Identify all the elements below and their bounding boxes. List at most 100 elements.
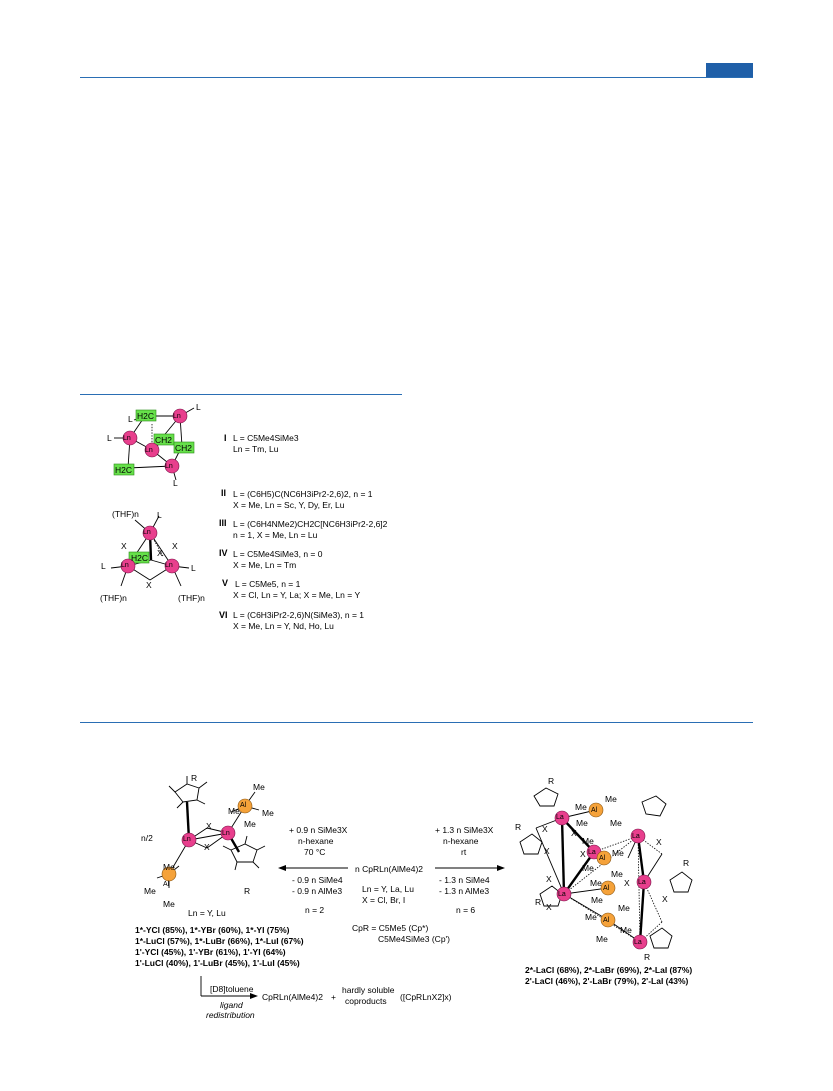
struct-I-h2c-top: H2C [137, 411, 155, 421]
cluster-x-8: X [624, 878, 630, 888]
cluster-me-1: Me [605, 794, 617, 804]
struct-II-l-top: L [157, 510, 162, 520]
left-yields-3: 1'-YCl (45%), 1'-YBr (61%), 1'-YI (64%) [135, 947, 286, 957]
left-me-6: Me [144, 886, 156, 896]
center-x: X = Cl, Br, I [362, 895, 406, 905]
left-arrow-above2: n-hexane [298, 836, 334, 846]
left-arrow-below2: - 0.9 n AlMe3 [292, 886, 343, 896]
cluster-r-2: R [515, 822, 522, 832]
left-r-top: R [191, 773, 198, 783]
entry-III-line2: n = 1, X = Me, Ln = Lu [233, 530, 318, 540]
right-arrow [435, 865, 505, 871]
redist-plus: + [331, 992, 336, 1002]
struct-II-thf-left: (THF)n [100, 593, 127, 603]
center-reactant: n CpRLn(AlMe4)2 [355, 864, 424, 874]
right-arrow-above1: + 1.3 n SiMe3X [435, 825, 494, 835]
left-me-4: Me [244, 819, 256, 829]
right-yields-1: 2*-LaCl (68%), 2*-LaBr (69%), 2*-LaI (87… [525, 965, 693, 975]
left-yields-2: 1*-LuCl (57%), 1*-LuBr (66%), 1*-LuI (67… [135, 936, 304, 946]
cp-def-1: CpR = C5Me5 (Cp*) [352, 923, 429, 933]
right-yields-2: 2'-LaCl (46%), 2'-LaBr (79%), 2'-LaI (43… [525, 976, 689, 986]
cluster-la-5: La [638, 879, 646, 886]
struct-I-ln-1: Ln [123, 435, 131, 442]
cluster-me-6: Me [612, 848, 624, 858]
cluster-me-4: Me [610, 818, 622, 828]
redist-solvent: [D8]toluene [210, 984, 254, 994]
cluster-x-4: X [580, 849, 586, 859]
left-r-bottom: R [244, 886, 251, 896]
entry-III-numeral: III [219, 518, 227, 528]
entry-V-line1: L = C5Me5, n = 1 [235, 579, 301, 589]
cluster-me-12: Me [618, 903, 630, 913]
header-tab [706, 63, 753, 77]
struct-II-h2c: H2C [131, 553, 149, 563]
cluster-r-5: R [644, 952, 651, 962]
cluster-me-14: Me [596, 934, 608, 944]
entry-VI-line2: X = Me, Ln = Y, Nd, Ho, Lu [233, 621, 334, 631]
left-me-2: Me [262, 808, 274, 818]
redist-label-1: ligand [220, 1000, 243, 1010]
left-me-3: Me [228, 806, 240, 816]
left-arrow-above1: + 0.9 n SiMe3X [289, 825, 348, 835]
scheme-rule [80, 722, 753, 723]
struct-I-l-left: L [107, 433, 112, 443]
entry-V-line2: X = Cl, Ln = Y, La; X = Me, Ln = Y [233, 590, 361, 600]
cluster-r-4: R [535, 897, 542, 907]
cluster-x-2: X [571, 828, 577, 838]
cluster-me-11: Me [585, 912, 597, 922]
cluster-al-2: Al [599, 855, 606, 862]
entry-III-line1: L = (C6H4NMe2)CH2C[NC6H3iPr2-2,6]2 [233, 519, 388, 529]
entry-IV-numeral: IV [219, 548, 228, 558]
cluster-me-5: Me [582, 836, 594, 846]
struct-I-h2c-bottom: H2C [115, 465, 133, 475]
right-arrow-below2: - 1.3 n AlMe3 [439, 886, 490, 896]
struct-II-thf-top: (THF)n [112, 509, 139, 519]
cluster-la-2: La [588, 849, 596, 856]
left-arrow-n: n = 2 [305, 905, 325, 915]
entry-II-line1: L = (C6H5)C(NC6H3iPr2-2,6)2, n = 1 [233, 489, 373, 499]
cluster-me-7: Me [582, 863, 594, 873]
entry-I-line1: L = C5Me4SiMe3 [233, 433, 299, 443]
left-x-top: X [206, 821, 212, 831]
cluster-x-1: X [542, 824, 548, 834]
struct-II-x-left: X [121, 541, 127, 551]
cluster-x-7: X [656, 837, 662, 847]
entry-II-numeral: II [221, 488, 227, 498]
struct-I-ln-4: Ln [165, 463, 173, 470]
cluster-x-9: X [662, 894, 668, 904]
entry-I-numeral: I [224, 433, 227, 443]
cluster-me-10: Me [591, 895, 603, 905]
right-arrow-above3: rt [461, 847, 467, 857]
cluster-la-1: La [556, 814, 564, 821]
left-ln-1: Ln [183, 836, 191, 843]
entry-I-line2: Ln = Tm, Lu [233, 444, 279, 454]
redist-coproduct-2: coproducts [345, 996, 387, 1006]
struct-II-ln-right: Ln [165, 562, 173, 569]
redist-label-2: redistribution [206, 1010, 255, 1020]
cluster-x-6: X [546, 902, 552, 912]
struct-II-x-bottom: X [146, 580, 152, 590]
struct-II-x-right: X [172, 541, 178, 551]
right-cluster-structure [519, 787, 693, 950]
cluster-me-9: Me [611, 869, 623, 879]
struct-II-x-mid: X [157, 548, 163, 558]
entry-VI-numeral: VI [219, 610, 228, 620]
right-arrow-n: n = 6 [456, 905, 476, 915]
entry-IV-line2: X = Me, Ln = Tm [233, 560, 297, 570]
struct-I-ln-3: Ln [145, 447, 153, 454]
cluster-la-6: La [634, 939, 642, 946]
struct-II-l-right: L [191, 563, 196, 573]
left-arrow-above3: 70 °C [304, 847, 326, 857]
cluster-al-3: Al [603, 885, 610, 892]
cluster-al-1: Al [591, 807, 598, 814]
structure-I [113, 407, 195, 481]
cluster-me-8: Me [590, 878, 602, 888]
struct-I-l-topright: L [196, 402, 201, 412]
left-arrow-below1: - 0.9 n SiMe4 [292, 875, 343, 885]
left-yields-1: 1*-YCl (85%), 1*-YBr (60%), 1*-YI (75%) [135, 925, 290, 935]
left-al-bottom: Al [163, 881, 170, 888]
left-dimer-structure [156, 776, 266, 888]
left-ln-label: Ln = Y, Lu [188, 908, 226, 918]
cluster-me-13: Me [620, 925, 632, 935]
left-me-7: Me [163, 899, 175, 909]
